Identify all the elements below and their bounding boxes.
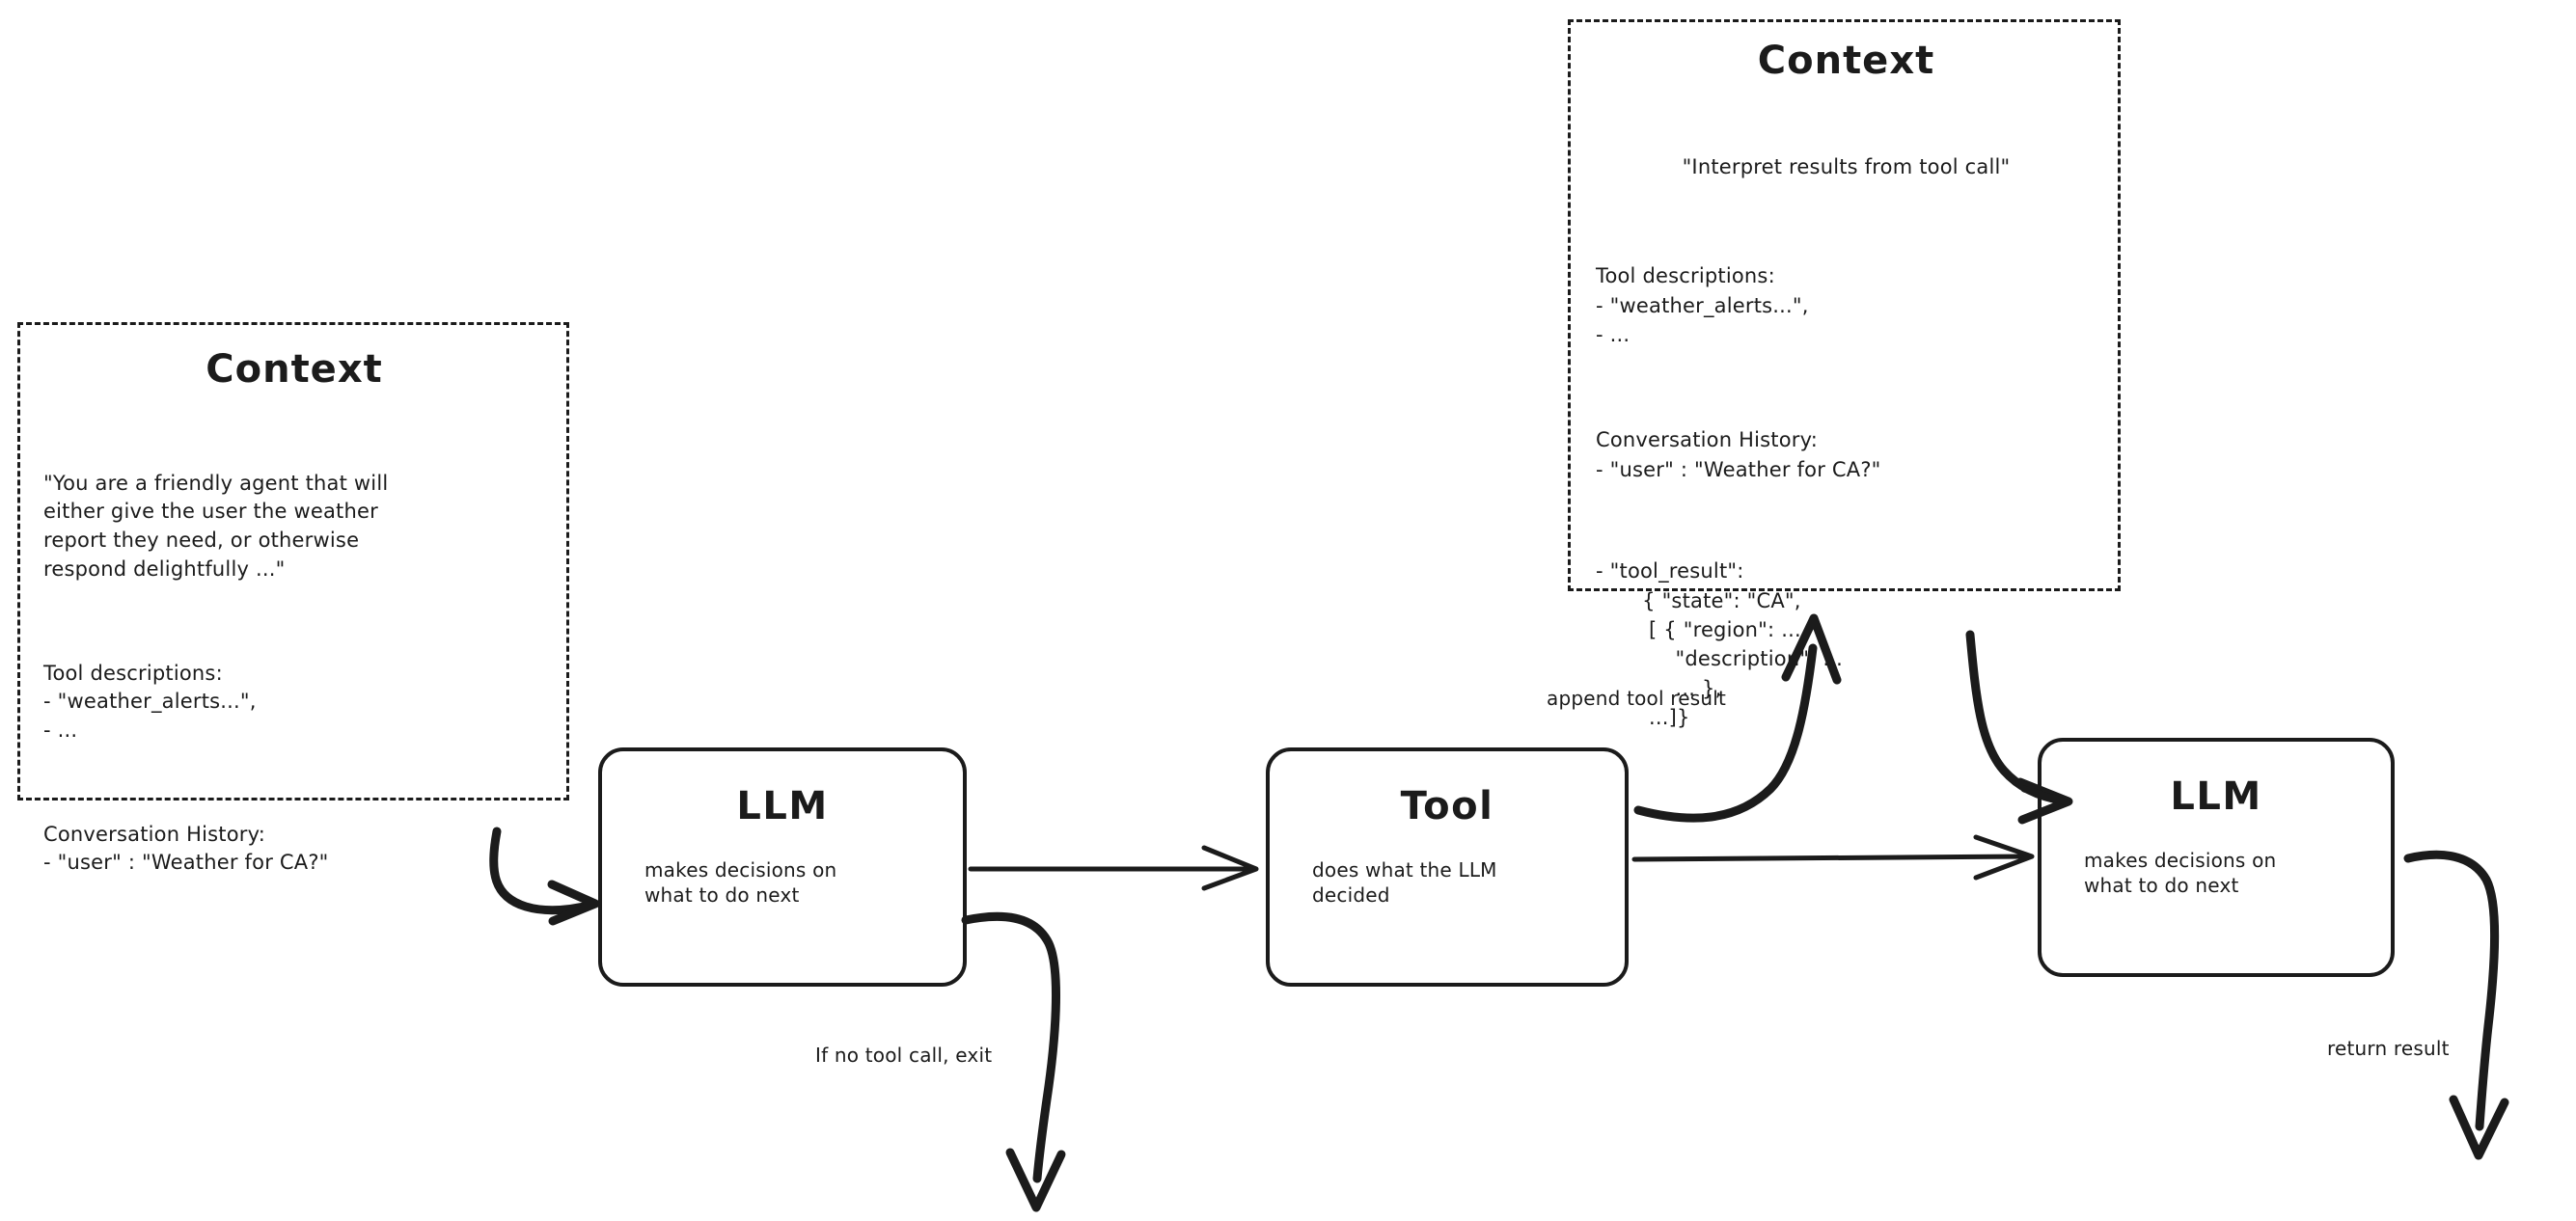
- edge-label-if-no-tool-call-exit: If no tool call, exit: [815, 1044, 993, 1067]
- node-tool[interactable]: Tool does what the LLM decided: [1266, 747, 1629, 987]
- node-tool-subtitle: does what the LLM decided: [1312, 858, 1497, 907]
- arrow-tool-to-llm-second: [1631, 834, 2035, 881]
- node-llm-first[interactable]: LLM makes decisions on what to do next: [598, 747, 967, 987]
- context-left-conversation-history: Conversation History: - "user" : "Weathe…: [43, 822, 329, 875]
- edge-label-return-result: return result: [2327, 1037, 2450, 1060]
- context-right-body: "Interpret results from tool call" Tool …: [1596, 94, 2096, 792]
- arrow-llm-first-to-tool: [968, 845, 1259, 891]
- node-llm-second-subtitle: makes decisions on what to do next: [2084, 849, 2277, 897]
- context-box-after-tool: Context "Interpret results from tool cal…: [1568, 19, 2121, 729]
- context-left-title: Context: [206, 347, 383, 392]
- node-llm-second-title: LLM: [2170, 774, 2262, 819]
- node-llm-first-title: LLM: [736, 784, 829, 828]
- edge-label-append-tool-result: append tool result: [1547, 687, 1727, 710]
- context-box-initial: Context "You are a friendly agent that w…: [17, 322, 569, 874]
- node-llm-second[interactable]: LLM makes decisions on what to do next: [2038, 738, 2395, 977]
- context-right-system-prompt: "Interpret results from tool call": [1682, 154, 2011, 178]
- context-left-tool-descriptions: Tool descriptions: - "weather_alerts..."…: [43, 661, 257, 743]
- node-llm-first-subtitle: makes decisions on what to do next: [644, 858, 837, 907]
- context-right-title: Context: [1757, 39, 1935, 83]
- node-tool-title: Tool: [1400, 784, 1494, 828]
- context-left-body: "You are a friendly agent that will eith…: [43, 412, 545, 936]
- context-right-tool-descriptions: Tool descriptions: - "weather_alerts..."…: [1596, 264, 1809, 347]
- context-left-system-prompt: "You are a friendly agent that will eith…: [43, 471, 389, 582]
- context-right-conversation-history: Conversation History: - "user" : "Weathe…: [1596, 428, 1881, 481]
- arrow-return-result: [2403, 850, 2509, 1160]
